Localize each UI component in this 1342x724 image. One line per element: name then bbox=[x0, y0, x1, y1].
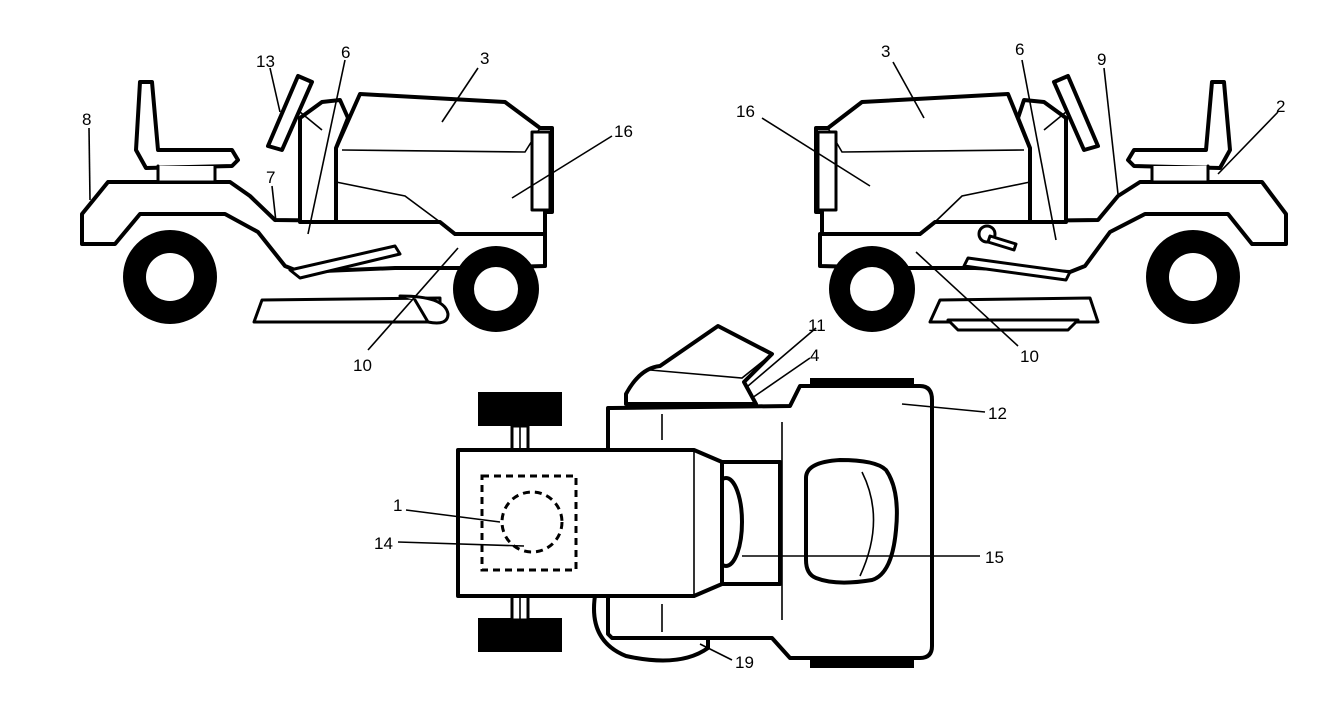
left-leader-8 bbox=[88, 127, 91, 201]
left-foot-pedal bbox=[288, 244, 402, 280]
label-15: 15 bbox=[985, 548, 1004, 567]
label-4: 4 bbox=[810, 346, 819, 365]
label-19: 19 bbox=[735, 653, 754, 672]
right-seat bbox=[1126, 80, 1232, 170]
label-7: 7 bbox=[266, 168, 275, 187]
top-leader-1 bbox=[405, 509, 501, 523]
left-grille bbox=[530, 130, 552, 212]
right-leader-2 bbox=[1217, 111, 1279, 175]
left-leader-6 bbox=[307, 59, 346, 235]
right-steering-wheel bbox=[1052, 74, 1100, 152]
label-16-right: 16 bbox=[736, 102, 755, 121]
label-2: 2 bbox=[1276, 97, 1285, 116]
right-foot-pedal bbox=[962, 256, 1072, 282]
top-leader-11 bbox=[747, 327, 817, 387]
top-decal-area-circle bbox=[500, 490, 564, 554]
label-1: 1 bbox=[393, 496, 402, 515]
right-steering-column bbox=[1043, 111, 1067, 131]
label-13: 13 bbox=[256, 52, 275, 71]
right-side-view: 3 6 9 2 16 10 bbox=[736, 40, 1288, 366]
left-mower-deck bbox=[252, 296, 442, 324]
left-seat bbox=[134, 80, 240, 170]
top-leader-12 bbox=[901, 403, 986, 413]
left-hood-side-line bbox=[335, 181, 441, 223]
top-chute-edge bbox=[649, 353, 773, 379]
right-leader-10 bbox=[915, 251, 1019, 347]
top-leader-14 bbox=[397, 541, 525, 547]
left-steering-wheel bbox=[266, 74, 314, 152]
right-front-hub bbox=[850, 267, 894, 311]
label-3-left: 3 bbox=[480, 49, 489, 68]
top-rear-tire-lower bbox=[478, 618, 562, 652]
left-leader-10 bbox=[367, 247, 459, 351]
label-6-left: 6 bbox=[341, 43, 350, 62]
right-hood-side-line bbox=[934, 181, 1031, 223]
left-seat-base bbox=[156, 164, 217, 184]
left-hood bbox=[334, 92, 554, 236]
label-16-left: 16 bbox=[614, 122, 633, 141]
label-8: 8 bbox=[82, 110, 91, 129]
label-9: 9 bbox=[1097, 50, 1106, 69]
label-3-right: 3 bbox=[881, 42, 890, 61]
left-steering-column bbox=[299, 111, 323, 131]
right-rear-hub bbox=[1169, 253, 1217, 301]
label-14: 14 bbox=[374, 534, 393, 553]
right-grille bbox=[816, 130, 838, 212]
top-view: 11 4 12 1 14 15 19 bbox=[374, 316, 1007, 672]
left-body bbox=[80, 180, 547, 274]
left-leader-3 bbox=[441, 67, 479, 123]
left-leader-16 bbox=[511, 135, 613, 199]
top-engine-cover bbox=[804, 458, 899, 585]
top-decal-area-square bbox=[480, 474, 578, 572]
right-leader-6 bbox=[1021, 59, 1057, 241]
label-6-right: 6 bbox=[1015, 40, 1024, 59]
right-lever bbox=[986, 234, 1018, 252]
right-deck-chute bbox=[946, 318, 1080, 332]
label-10-left: 10 bbox=[353, 356, 372, 375]
left-leader-13 bbox=[269, 67, 281, 113]
left-side-view: 8 13 6 3 16 7 10 bbox=[80, 43, 633, 375]
right-seat-base bbox=[1150, 164, 1210, 184]
left-rear-hub bbox=[146, 253, 194, 301]
label-12: 12 bbox=[988, 404, 1007, 423]
top-engine-cover-line bbox=[859, 471, 875, 577]
right-leader-3 bbox=[892, 61, 925, 119]
right-hood bbox=[814, 92, 1032, 236]
top-discharge-chute bbox=[624, 324, 774, 406]
right-leader-9 bbox=[1103, 67, 1119, 195]
top-rear-body bbox=[456, 448, 724, 598]
right-leader-16 bbox=[761, 117, 871, 187]
left-front-hub bbox=[474, 267, 518, 311]
left-leader-7 bbox=[271, 185, 277, 223]
top-leader-19 bbox=[699, 643, 733, 661]
left-deck-chute bbox=[398, 294, 450, 325]
top-rear-tire-upper bbox=[478, 392, 562, 426]
top-leader-4 bbox=[751, 357, 811, 399]
label-10-right: 10 bbox=[1020, 347, 1039, 366]
label-11: 11 bbox=[808, 316, 826, 335]
right-mower-deck bbox=[928, 296, 1100, 324]
